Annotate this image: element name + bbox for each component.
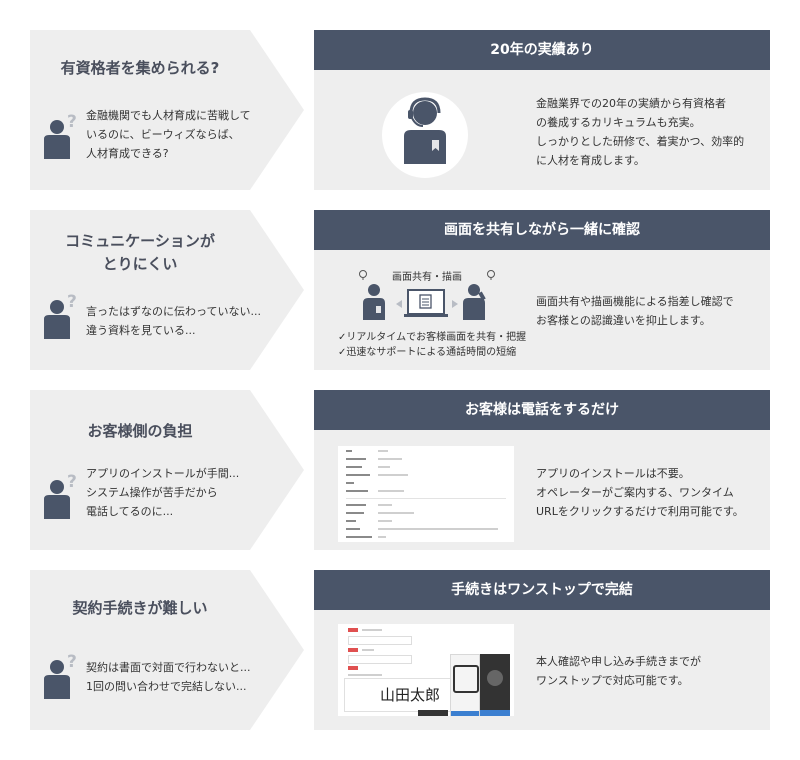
- solution-panel-4: 手続きはワンストップで完結 山田太郎 本人確認や申し込み手続きまでが: [314, 570, 770, 730]
- problem-panel-2: コミュニケーションが とりにくい ? 言ったはずなのに伝わっていない... 違う…: [30, 210, 304, 370]
- svg-text:?: ?: [67, 473, 77, 492]
- customer-phone-icon: [463, 284, 486, 320]
- operator-headset-icon: [404, 97, 446, 164]
- arrow-right-icon: [452, 300, 458, 308]
- feature-bullets: ✓リアルタイムでお客様画面を共有・把握 ✓迅速なサポートによる通話時間の短縮: [338, 330, 526, 360]
- person-question-icon: ?: [44, 293, 77, 339]
- problem-line: 契約は書面で対面で行わないと...: [86, 661, 251, 674]
- description-line: 画面共有や描画機能による指差し確認で: [536, 295, 734, 308]
- signature-text: 山田太郎: [380, 686, 441, 704]
- person-question-icon: ?: [44, 113, 77, 159]
- problem-line: 金融機関でも人材育成に苦戦して: [86, 109, 251, 122]
- problem-title: お客様側の負担: [87, 422, 193, 440]
- problem-title-line: コミュニケーションが: [65, 232, 215, 250]
- arrow-left-icon: [396, 300, 402, 308]
- screen-share-diagram: [359, 270, 495, 320]
- screen-share-label: 画面共有・描画: [392, 272, 462, 283]
- problem-title: コミュニケーションが とりにくい: [30, 230, 250, 276]
- solution-panel-3: お客様は電話をするだけ アプリのインストールは不要。 オペレーターがご案内する、…: [314, 390, 770, 550]
- row-4: 契約手続きが難しい ? 契約は書面で対面で行わないと... 1回の問い合わせで完…: [0, 570, 800, 730]
- solution-heading: 手続きはワンストップで完結: [314, 570, 770, 610]
- laptop-icon: [404, 289, 448, 317]
- problem-line: 違う資料を見ている...: [86, 324, 196, 337]
- solution-description: アプリのインストールは不要。 オペレーターがご案内する、ワンタイム URLをクリ…: [536, 464, 744, 521]
- solution-heading: 画面を共有しながら一緒に確認: [314, 210, 770, 250]
- description-line: アプリのインストールは不要。: [536, 467, 690, 480]
- problem-line: 言ったはずなのに伝わっていない...: [86, 305, 261, 318]
- solution-heading: お客様は電話をするだけ: [314, 390, 770, 430]
- operator-icon: [363, 284, 385, 320]
- problem-text: 金融機関でも人材育成に苦戦して いるのに、ビーウィズならば、 人材育成できる?: [86, 106, 251, 163]
- problem-line: 電話してるのに...: [86, 505, 174, 518]
- description-line: URLをクリックするだけで利用可能です。: [536, 505, 744, 518]
- problem-panel-1: 有資格者を集められる? ? 金融機関でも人材育成に苦戦して いるのに、ビーウィズ…: [30, 30, 304, 190]
- description-line: の養成するカリキュラムも充実。: [536, 116, 701, 129]
- solution-panel-1: 20年の実績あり 金融業界での20年の実績から有資格者 の養成するカリキュラムも…: [314, 30, 770, 190]
- problem-title-line: とりにくい: [102, 255, 178, 273]
- problem-panel-3: お客様側の負担 ? アプリのインストールが手間... システム操作が苦手だから …: [30, 390, 304, 550]
- solution-panel-2: 画面を共有しながら一緒に確認 画面共有・描画: [314, 210, 770, 370]
- svg-text:?: ?: [67, 113, 77, 132]
- description-line: 本人確認や申し込み手続きまでが: [536, 655, 701, 668]
- problem-title: 契約手続きが難しい: [72, 599, 208, 617]
- problem-line: アプリのインストールが手間...: [86, 467, 240, 480]
- problem-title: 有資格者を集められる?: [60, 59, 220, 77]
- problem-text: アプリのインストールが手間... システム操作が苦手だから 電話してるのに...: [86, 464, 239, 521]
- description-line: 金融業界での20年の実績から有資格者: [536, 97, 726, 110]
- problem-panel-4: 契約手続きが難しい ? 契約は書面で対面で行わないと... 1回の問い合わせで完…: [30, 570, 304, 730]
- problem-text: 契約は書面で対面で行わないと... 1回の問い合わせで完結しない...: [86, 658, 251, 696]
- solution-description: 本人確認や申し込み手続きまでが ワンストップで対応可能です。: [536, 652, 701, 690]
- feature-bullet: ✓迅速なサポートによる通話時間の短縮: [338, 347, 517, 358]
- contract-screenshot-thumbnail: 山田太郎: [338, 624, 514, 716]
- phone-mockup: [480, 654, 510, 716]
- solution-description: 金融業界での20年の実績から有資格者 の養成するカリキュラムも充実。 しっかりと…: [536, 94, 744, 170]
- problem-text: 言ったはずなのに伝わっていない... 違う資料を見ている...: [86, 302, 261, 340]
- person-question-icon: ?: [44, 473, 77, 519]
- solution-description: 画面共有や描画機能による指差し確認で お客様との認識違いを抑止します。: [536, 292, 734, 330]
- person-question-icon: ?: [44, 653, 77, 699]
- row-2: コミュニケーションが とりにくい ? 言ったはずなのに伝わっていない... 違う…: [0, 210, 800, 370]
- problem-line: 1回の問い合わせで完結しない...: [86, 680, 247, 693]
- lightbulb-icon: [487, 270, 495, 280]
- lightbulb-icon: [359, 270, 367, 280]
- svg-text:?: ?: [67, 653, 77, 672]
- solution-heading: 20年の実績あり: [314, 30, 770, 70]
- problem-line: システム操作が苦手だから: [86, 486, 218, 499]
- row-1: 有資格者を集められる? ? 金融機関でも人材育成に苦戦して いるのに、ビーウィズ…: [0, 30, 800, 190]
- row-3: お客様側の負担 ? アプリのインストールが手間... システム操作が苦手だから …: [0, 390, 800, 550]
- description-line: お客様との認識違いを抑止します。: [536, 314, 711, 327]
- description-line: しっかりとした研修で、着実かつ、効率的: [536, 135, 745, 148]
- description-line: オペレーターがご案内する、ワンタイム: [536, 486, 734, 499]
- phone-mockup: [450, 654, 480, 716]
- description-line: に人材を育成します。: [536, 154, 645, 167]
- description-line: ワンストップで対応可能です。: [536, 674, 689, 687]
- problem-line: いるのに、ビーウィズならば、: [86, 128, 240, 141]
- svg-text:?: ?: [67, 293, 77, 312]
- problem-line: 人材育成できる?: [86, 147, 169, 160]
- feature-bullet: ✓リアルタイムでお客様画面を共有・把握: [338, 332, 527, 343]
- form-screenshot-thumbnail: [338, 446, 514, 542]
